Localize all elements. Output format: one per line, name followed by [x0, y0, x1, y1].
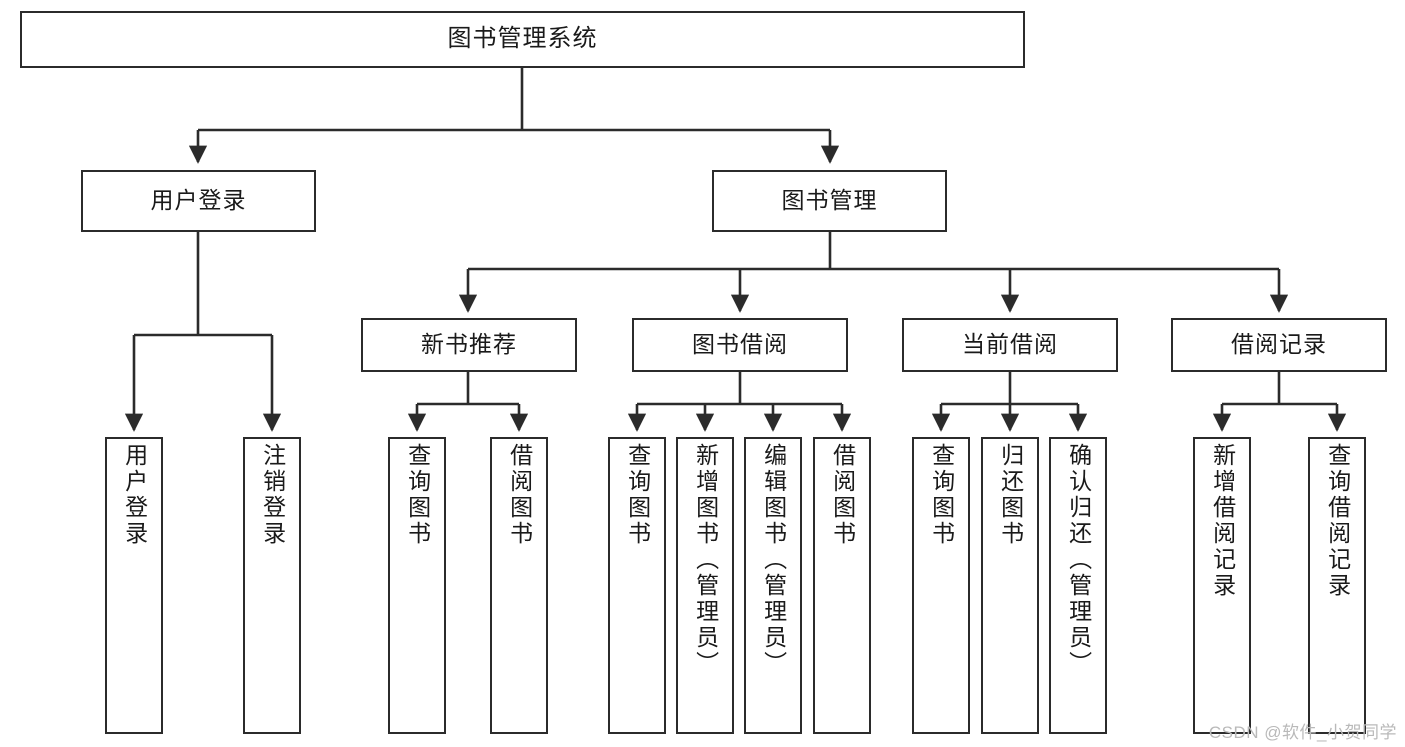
node-label: 新增图书（管理员）: [692, 443, 719, 677]
node-label: 归还图书: [997, 443, 1024, 547]
node-label: 图书管理: [781, 187, 878, 214]
node-user-login[interactable]: 用户登录: [81, 170, 316, 232]
node-label: 新增借阅记录: [1209, 443, 1236, 599]
node-leaf-query-book-current[interactable]: 查询图书: [912, 437, 970, 734]
node-borrow-record[interactable]: 借阅记录: [1171, 318, 1387, 372]
node-label: 查询图书: [404, 443, 431, 547]
node-leaf-user-login[interactable]: 用户登录: [105, 437, 163, 734]
node-current-borrow[interactable]: 当前借阅: [902, 318, 1118, 372]
node-leaf-confirm-return[interactable]: 确认归还（管理员）: [1049, 437, 1107, 734]
node-leaf-edit-book[interactable]: 编辑图书（管理员）: [744, 437, 802, 734]
node-label: 查询图书: [928, 443, 955, 547]
node-leaf-query-book-recommend[interactable]: 查询图书: [388, 437, 446, 734]
node-new-book-recommend[interactable]: 新书推荐: [361, 318, 577, 372]
node-leaf-add-book[interactable]: 新增图书（管理员）: [676, 437, 734, 734]
node-label: 用户登录: [150, 187, 247, 214]
node-label: 查询图书: [624, 443, 651, 547]
node-book-borrow[interactable]: 图书借阅: [632, 318, 848, 372]
node-label: 当前借阅: [962, 331, 1058, 358]
node-book-management[interactable]: 图书管理: [712, 170, 947, 232]
node-label: 用户登录: [121, 443, 148, 547]
node-leaf-borrow-book[interactable]: 借阅图书: [813, 437, 871, 734]
node-label: 借阅图书: [829, 443, 856, 547]
node-label: 新书推荐: [421, 331, 517, 358]
node-label: 借阅图书: [506, 443, 533, 547]
node-label: 确认归还（管理员）: [1065, 443, 1092, 677]
node-label: 编辑图书（管理员）: [760, 443, 787, 677]
node-label: 查询借阅记录: [1324, 443, 1351, 599]
node-label: 注销登录: [259, 443, 286, 547]
node-leaf-borrow-book-recommend[interactable]: 借阅图书: [490, 437, 548, 734]
node-leaf-logout-login[interactable]: 注销登录: [243, 437, 301, 734]
node-label: 图书管理系统: [447, 25, 598, 53]
node-leaf-return-book[interactable]: 归还图书: [981, 437, 1039, 734]
node-leaf-query-book-borrow[interactable]: 查询图书: [608, 437, 666, 734]
node-label: 借阅记录: [1231, 331, 1327, 358]
node-label: 图书借阅: [692, 331, 788, 358]
node-leaf-query-borrow-record[interactable]: 查询借阅记录: [1308, 437, 1366, 734]
node-root-book-management-system[interactable]: 图书管理系统: [20, 11, 1025, 68]
node-leaf-add-borrow-record[interactable]: 新增借阅记录: [1193, 437, 1251, 734]
